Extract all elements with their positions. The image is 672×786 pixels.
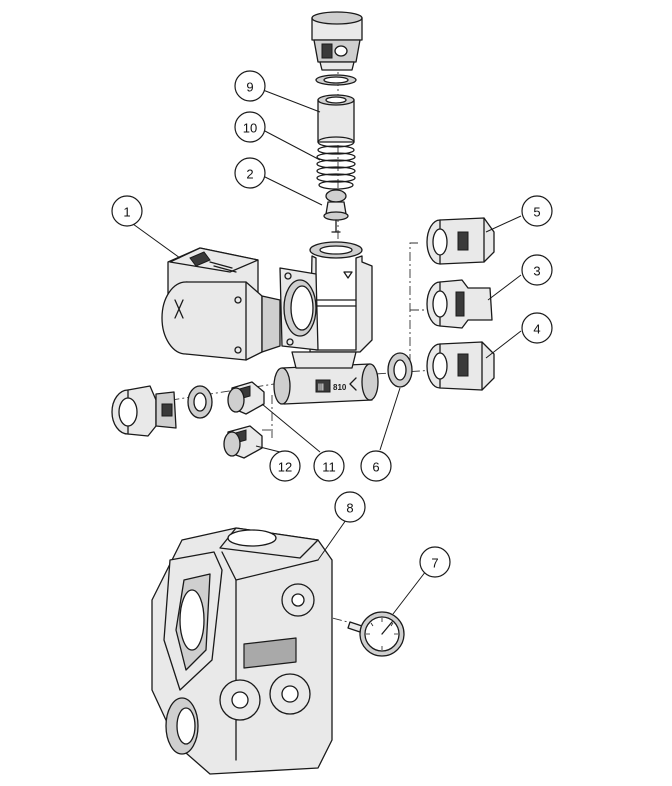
leader-lines xyxy=(132,89,522,615)
callout-6: 6 xyxy=(360,450,392,482)
callout-11: 11 xyxy=(313,450,345,482)
callout-label: 6 xyxy=(372,460,379,475)
callout-circle xyxy=(269,450,301,482)
callout-label: 2 xyxy=(246,167,253,182)
left-gasket xyxy=(187,385,213,419)
callout-9: 9 xyxy=(234,70,266,102)
callout-10: 10 xyxy=(234,111,266,143)
callout-circle xyxy=(521,254,553,286)
callout-1: 1 xyxy=(111,195,143,227)
callout-label: 10 xyxy=(243,121,257,136)
callout-2: 2 xyxy=(234,157,266,189)
callout-circle xyxy=(334,491,366,523)
callout-label: 9 xyxy=(246,80,253,95)
left-union-fitting xyxy=(111,385,177,437)
callout-label: 4 xyxy=(533,322,540,337)
callout-label: 11 xyxy=(322,460,336,475)
callout-label: 5 xyxy=(533,205,540,220)
fitting-part-3 xyxy=(426,279,493,329)
callout-label: 8 xyxy=(346,501,353,516)
check-valve-part-12 xyxy=(223,425,263,459)
callout-circle xyxy=(111,195,143,227)
callout-4: 4 xyxy=(521,312,553,344)
insulation-shell-part-8 xyxy=(151,527,333,775)
callout-3: 3 xyxy=(521,254,553,286)
spring-part-10 xyxy=(316,145,356,190)
callout-5: 5 xyxy=(521,195,553,227)
top-union-nut xyxy=(311,11,363,71)
check-valve-part-11 xyxy=(227,381,265,415)
callout-circle xyxy=(234,70,266,102)
callout-circle xyxy=(419,546,451,578)
fitting-part-5 xyxy=(426,217,495,265)
callout-circle xyxy=(313,450,345,482)
callout-circle xyxy=(234,111,266,143)
callout-12: 12 xyxy=(269,450,301,482)
callout-circle xyxy=(360,450,392,482)
cartridge-sleeve-part-9 xyxy=(317,94,355,148)
callout-circle xyxy=(521,312,553,344)
callout-8: 8 xyxy=(334,491,366,523)
fitting-part-4 xyxy=(426,341,495,391)
callout-circle xyxy=(234,157,266,189)
gasket-part-6 xyxy=(387,352,413,388)
callout-label: 7 xyxy=(431,556,438,571)
callout-circle xyxy=(521,195,553,227)
thermometer-part-7 xyxy=(347,611,405,657)
main-valve-body: ||| 810 xyxy=(273,241,379,405)
callout-label: 1 xyxy=(123,205,130,220)
callout-label: 3 xyxy=(533,264,540,279)
top-gasket xyxy=(315,74,357,86)
valve-stem-part-2 xyxy=(323,189,349,233)
svg-text:|||: ||| xyxy=(318,384,324,391)
callout-7: 7 xyxy=(419,546,451,578)
callout-label: 12 xyxy=(278,460,292,475)
circulation-pump-part-1 xyxy=(161,247,281,361)
body-marking: 810 xyxy=(333,383,347,392)
